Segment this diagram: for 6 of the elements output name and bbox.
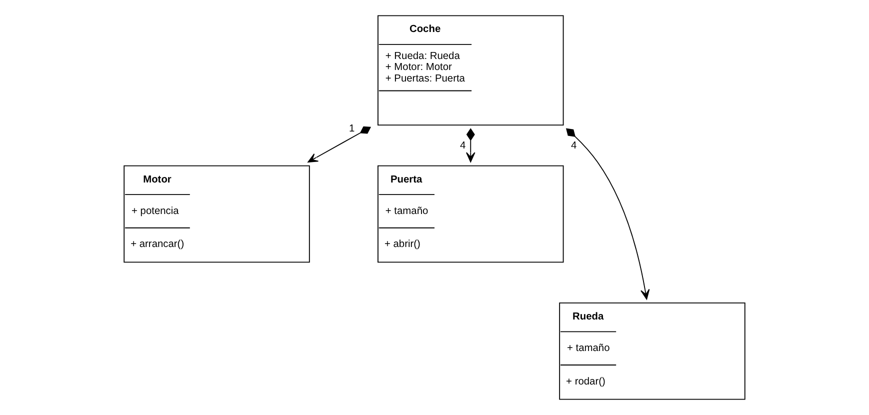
arrow [308, 126, 372, 162]
edge-label: 4 [570, 140, 577, 152]
arrow [566, 128, 650, 300]
edge-label: 1 [348, 123, 355, 134]
arrow [466, 128, 476, 162]
edge-label: 4 [460, 140, 466, 152]
